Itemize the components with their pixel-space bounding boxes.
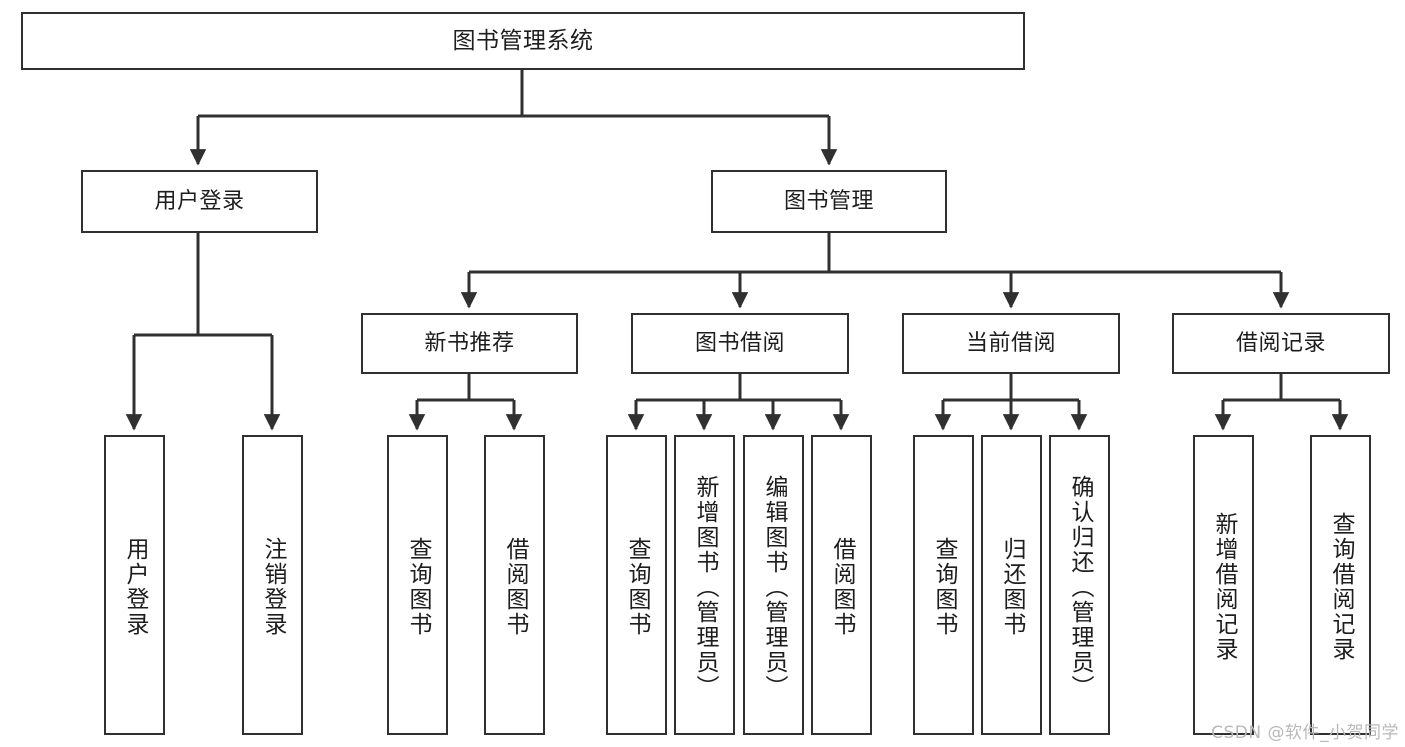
node-leaf-add-book[interactable]: 新增图书（管理员）	[674, 435, 735, 735]
node-new-book-recommend[interactable]: 新书推荐	[361, 313, 578, 374]
node-leaf-query-book-3[interactable]: 查询图书	[913, 435, 974, 735]
node-label: 查询图书	[405, 537, 431, 637]
node-current-borrow[interactable]: 当前借阅	[902, 313, 1120, 374]
node-label: 查询图书	[931, 537, 957, 637]
node-label: 借阅记录	[1235, 330, 1326, 356]
node-leaf-query-book-2[interactable]: 查询图书	[606, 435, 667, 735]
node-label: 新增借阅记录	[1211, 512, 1237, 662]
node-label: 编辑图书（管理员）	[761, 474, 787, 700]
node-leaf-add-record[interactable]: 新增借阅记录	[1193, 435, 1254, 735]
node-leaf-return-book[interactable]: 归还图书	[981, 435, 1042, 735]
node-leaf-user-login[interactable]: 用户登录	[104, 435, 165, 735]
node-leaf-borrow-book-2[interactable]: 借阅图书	[811, 435, 872, 735]
node-label: 图书管理	[783, 188, 874, 214]
node-label: 归还图书	[999, 537, 1025, 637]
node-label: 用户登录	[154, 188, 245, 214]
node-label: 新增图书（管理员）	[692, 474, 718, 700]
node-label: 新书推荐	[424, 330, 515, 356]
node-label: 查询图书	[624, 537, 650, 637]
node-label: 查询借阅记录	[1328, 512, 1354, 662]
node-leaf-logout-login[interactable]: 注销登录	[242, 435, 303, 735]
node-label: 用户登录	[122, 537, 148, 637]
node-leaf-borrow-book-1[interactable]: 借阅图书	[484, 435, 545, 735]
node-label: 确认归还（管理员）	[1067, 474, 1093, 700]
node-label: 图书借阅	[694, 330, 785, 356]
node-label: 注销登录	[260, 537, 286, 637]
node-label: 图书管理系统	[452, 27, 594, 54]
watermark: CSDN @软件_小贺同学	[1211, 723, 1399, 743]
node-leaf-query-book-1[interactable]: 查询图书	[387, 435, 448, 735]
node-user-login[interactable]: 用户登录	[81, 170, 318, 233]
node-leaf-query-record[interactable]: 查询借阅记录	[1310, 435, 1371, 735]
node-leaf-confirm-return[interactable]: 确认归还（管理员）	[1049, 435, 1110, 735]
node-leaf-edit-book[interactable]: 编辑图书（管理员）	[743, 435, 804, 735]
node-borrow-record[interactable]: 借阅记录	[1172, 313, 1390, 374]
node-label: 借阅图书	[829, 537, 855, 637]
node-label: 借阅图书	[502, 537, 528, 637]
node-book-borrow[interactable]: 图书借阅	[631, 313, 849, 374]
node-root-system[interactable]: 图书管理系统	[21, 12, 1025, 70]
node-label: 当前借阅	[965, 330, 1056, 356]
node-book-manage[interactable]: 图书管理	[711, 170, 947, 233]
